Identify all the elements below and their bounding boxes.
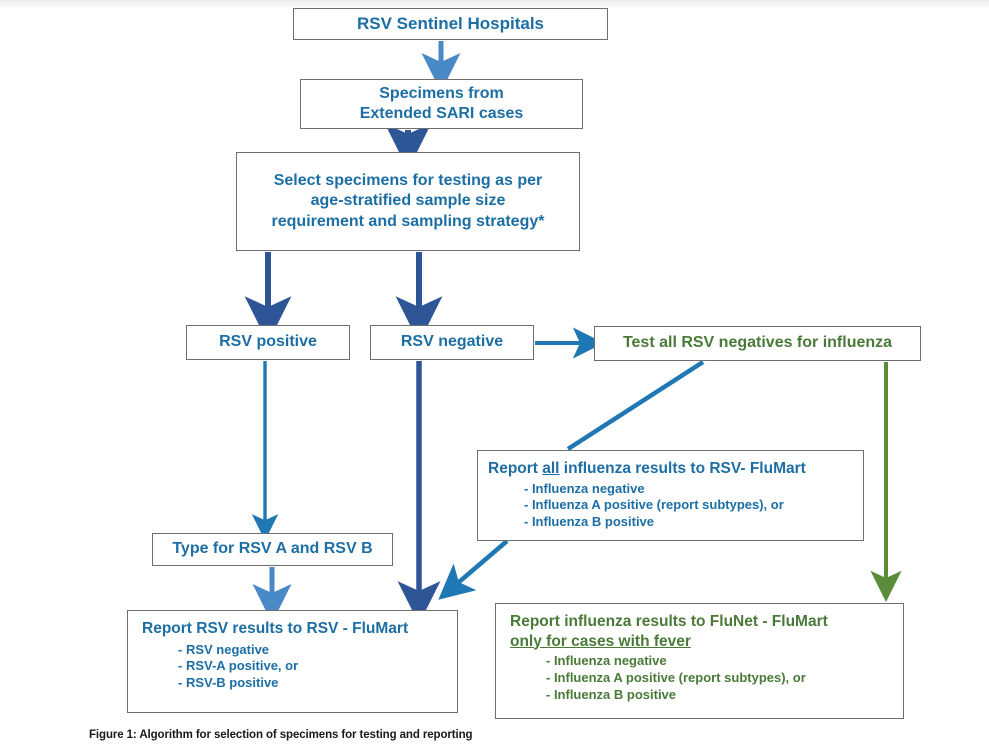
node-report-influenza-results-to-flunet-flumart: Report influenza results to FluNet - Flu… xyxy=(495,603,904,719)
list-item: - Influenza A positive (report subtypes)… xyxy=(524,497,784,513)
list-item: - Influenza B positive xyxy=(546,686,677,702)
node-bullet-list: - Influenza negative - Influenza A posit… xyxy=(488,481,863,532)
node-title: Test all RSV negatives for influenza xyxy=(622,334,893,352)
node-title-suffix: influenza results to RSV- FluMart xyxy=(559,460,806,477)
node-select-specimens-for-testing: Select specimens for testing as per age-… xyxy=(236,152,580,251)
node-title-line-1: Report influenza results to FluNet - Flu… xyxy=(510,613,828,630)
node-type-for-rsv-a-and-rsv-b: Type for RSV A and RSV B xyxy=(152,533,393,566)
node-report-rsv-results-to-rsv-flumart: Report RSV results to RSV - FluMart - RS… xyxy=(127,610,458,713)
node-title: RSV negative xyxy=(400,333,504,351)
list-item: - RSV negative xyxy=(178,641,270,657)
node-title: Report all influenza results to RSV- Flu… xyxy=(488,459,863,479)
node-title-line-2-underlined: only for cases with fever xyxy=(510,632,691,650)
node-title-underlined-word: all xyxy=(542,460,560,477)
node-title-line-3: requirement and sampling strategy* xyxy=(271,212,545,230)
node-title: RSV positive xyxy=(219,333,317,351)
node-title-line-2: Extended SARI cases xyxy=(359,105,524,122)
node-rsv-sentinel-hospitals: RSV Sentinel Hospitals xyxy=(293,8,608,40)
figure-caption: Figure 1: Algorithm for selection of spe… xyxy=(89,729,473,741)
list-item: - RSV-A positive, or xyxy=(178,658,299,674)
node-specimens-from-extended-sari-cases: Specimens from Extended SARI cases xyxy=(300,79,583,129)
node-title: Type for RSV A and RSV B xyxy=(172,540,373,558)
node-title-line-2: age-stratified sample size xyxy=(310,192,506,210)
node-rsv-negative: RSV negative xyxy=(370,325,534,360)
line-test-influenza-to-report-influenza xyxy=(566,360,705,451)
node-test-all-rsv-negatives-for-influenza: Test all RSV negatives for influenza xyxy=(594,326,921,361)
list-item: - Influenza negative xyxy=(524,480,645,496)
list-item: - Influenza negative xyxy=(546,653,667,669)
node-bullet-list: - Influenza negative - Influenza A posit… xyxy=(510,653,903,704)
node-bullet-list: - RSV negative - RSV-A positive, or - RS… xyxy=(142,642,457,693)
node-title-prefix: Report xyxy=(488,460,543,477)
node-title-line-1: Select specimens for testing as per xyxy=(273,172,543,190)
arrow-report-influenza-to-report-rsv xyxy=(438,539,509,600)
list-item: - Influenza A positive (report subtypes)… xyxy=(546,669,806,685)
node-title-line-1: Specimens from xyxy=(379,84,504,102)
node-title: Report RSV results to RSV - FluMart xyxy=(142,620,409,637)
node-rsv-positive: RSV positive xyxy=(186,325,350,360)
list-item: - RSV-B positive xyxy=(178,675,279,691)
node-title: RSV Sentinel Hospitals xyxy=(356,14,545,34)
page-top-strip xyxy=(0,0,989,9)
list-item: - Influenza B positive xyxy=(524,514,655,530)
node-report-all-influenza-results-to-rsv-flumart: Report all influenza results to RSV- Flu… xyxy=(477,450,864,541)
